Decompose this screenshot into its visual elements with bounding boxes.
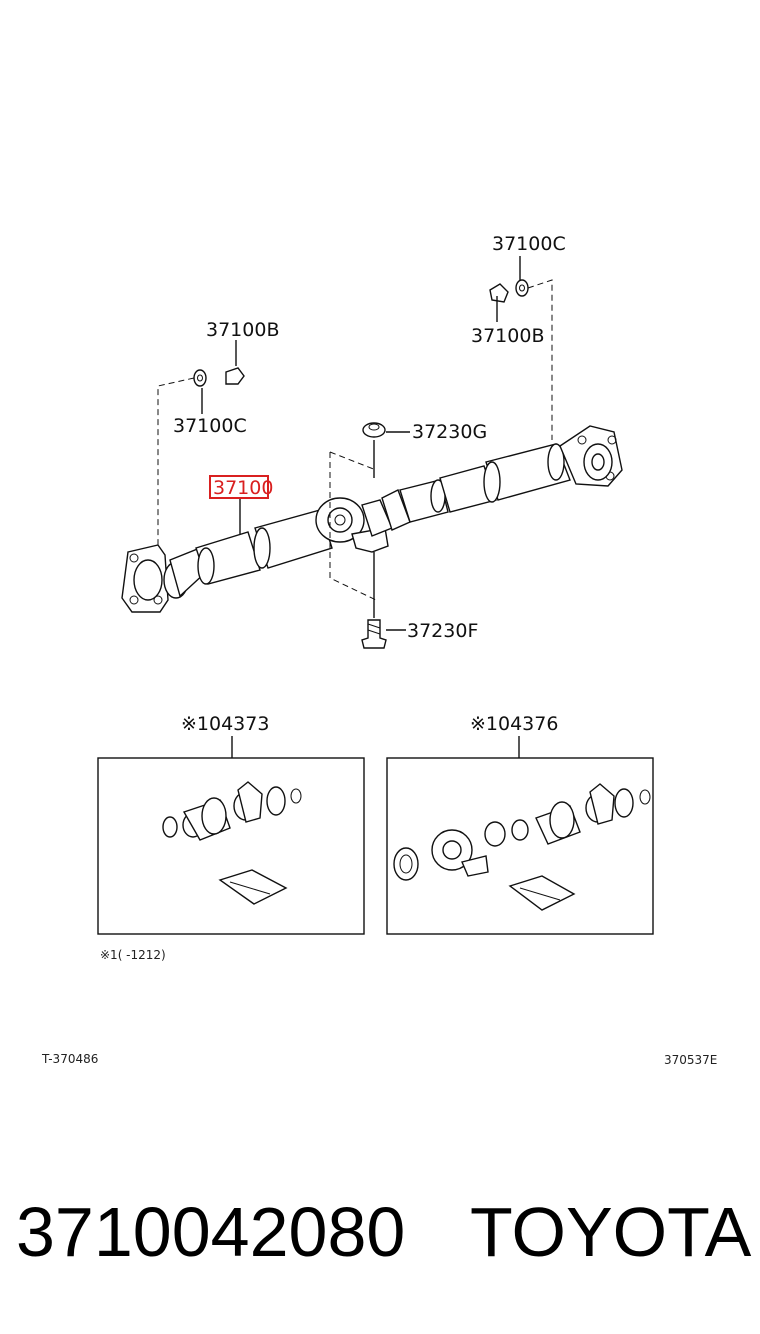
callout-37100-main[interactable]: 37100: [213, 477, 273, 499]
callout-37100b-top: 37100B: [471, 325, 544, 347]
propeller-shaft-drawing: [121, 279, 623, 649]
brand-name: TOYOTA: [470, 1193, 752, 1271]
callout-37230f: 37230F: [407, 620, 478, 642]
highlight-box-37100: [209, 475, 269, 499]
kit1-label: ※104373: [181, 713, 269, 735]
kit-04376: ※104376: [386, 713, 654, 935]
kit1-box: [97, 757, 365, 935]
alignment-lines: [157, 279, 553, 601]
callout-37100c-left: 37100C: [173, 415, 247, 437]
kit-04373: ※104373: [97, 713, 365, 935]
illustration-code-right: 370537E: [664, 1053, 717, 1067]
callout-37230g: 37230G: [412, 421, 487, 443]
illustration-code-left: T-370486: [41, 1052, 98, 1066]
kit2-label: ※104376: [470, 713, 558, 735]
kit2-box: [386, 757, 654, 935]
callout-37100b-left: 37100B: [206, 319, 279, 341]
callout-37100c-top: 37100C: [492, 233, 566, 255]
leader-lines: [201, 256, 521, 631]
part-number: 3710042080: [16, 1193, 405, 1271]
footnote: ※1( -1212): [100, 948, 166, 962]
